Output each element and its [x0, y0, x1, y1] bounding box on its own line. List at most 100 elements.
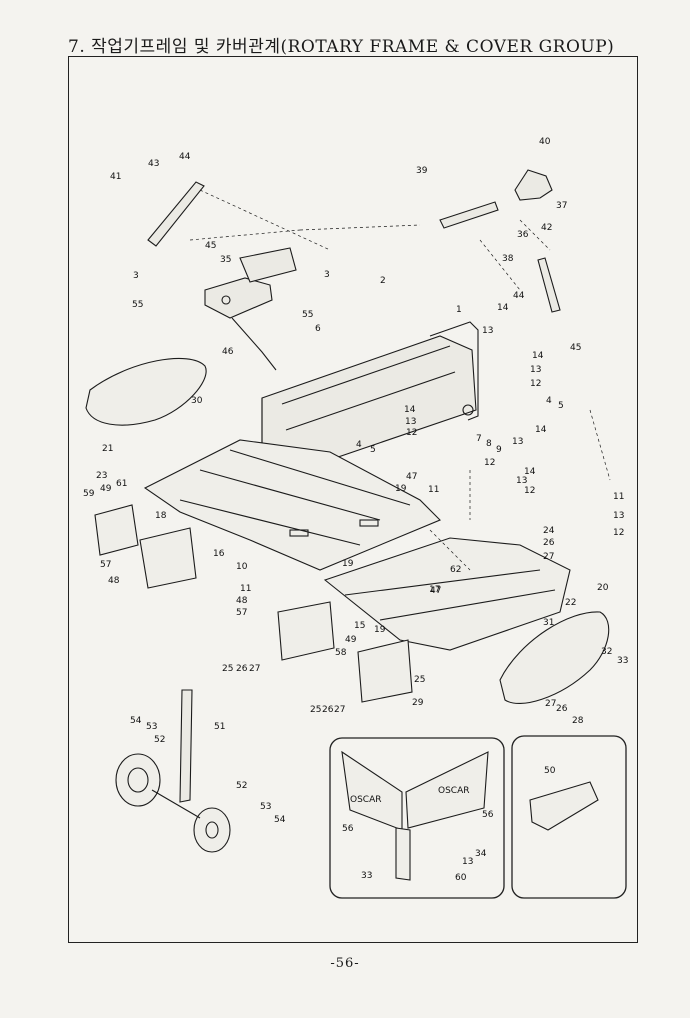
part-callout-c33a: 33 — [617, 656, 628, 666]
inset-left-parts — [341, 750, 489, 881]
part-callout-c19c: 19 — [374, 625, 386, 635]
diagram-frame — [68, 56, 638, 943]
inset-left-box — [329, 737, 505, 899]
inset-plate-text-1: OSCAR — [350, 795, 382, 805]
part-callout-c51: 51 — [214, 722, 225, 732]
part-callout-c47b: 47 — [430, 586, 441, 596]
part-callout-c27c: 27 — [334, 705, 345, 715]
part-callout-c28: 28 — [572, 716, 584, 726]
part-callout-c4a: 4 — [356, 440, 362, 450]
page-number: -56- — [330, 956, 360, 971]
rear-cover-plates — [143, 439, 441, 571]
part-callout-c46: 46 — [222, 347, 234, 357]
part-callout-c19b: 19 — [342, 559, 354, 569]
part-callout-c47a: 47 — [406, 472, 417, 482]
part-callout-c32: 32 — [601, 647, 612, 657]
part-callout-c23: 23 — [96, 471, 107, 481]
part-callout-c40: 40 — [539, 137, 551, 147]
part-callout-c45b: 45 — [570, 343, 581, 353]
part-callout-c10: 10 — [236, 562, 248, 572]
part-callout-c1: 1 — [456, 305, 462, 315]
part-callout-c26a: 26 — [236, 664, 248, 674]
right-side-cover — [499, 611, 610, 704]
part-callout-c5b: 5 — [558, 401, 564, 411]
hitch-bracket-part — [204, 247, 297, 371]
inset-plate-text-2: OSCAR — [438, 786, 470, 796]
part-callout-c37: 37 — [556, 201, 567, 211]
part-callout-c14d: 14 — [535, 425, 547, 435]
part-callout-c29: 29 — [412, 698, 424, 708]
part-callout-c26b: 26 — [543, 538, 555, 548]
part-callout-c45a: 45 — [205, 241, 216, 251]
part-callout-c20: 20 — [597, 583, 609, 593]
part-callout-c42: 42 — [541, 223, 552, 233]
part-callout-c26d: 26 — [556, 704, 568, 714]
part-callout-c4b: 4 — [546, 396, 552, 406]
part-callout-c13e: 13 — [516, 476, 527, 486]
part-callout-c18: 18 — [155, 511, 167, 521]
inset-right-box — [511, 735, 627, 899]
part-callout-c34: 34 — [475, 849, 487, 859]
part-callout-c3b: 3 — [133, 271, 139, 281]
part-callout-c12e: 12 — [613, 528, 624, 538]
part-callout-c58: 58 — [335, 648, 347, 658]
part-callout-c26c: 26 — [322, 705, 334, 715]
part-callout-c31: 31 — [543, 618, 554, 628]
part-callout-c13a: 13 — [482, 326, 493, 336]
part-callout-c11b: 11 — [613, 492, 624, 502]
part-callout-c25c: 25 — [310, 705, 321, 715]
part-callout-c19a: 19 — [395, 484, 407, 494]
shield-left-part — [94, 504, 139, 556]
shaft-part — [439, 201, 499, 229]
part-callout-c61: 61 — [116, 479, 127, 489]
front-cover-plates — [323, 537, 571, 651]
part-callout-c48a: 48 — [108, 576, 120, 586]
part-callout-c13g: 13 — [462, 857, 473, 867]
part-callout-c9: 9 — [496, 445, 502, 455]
part-callout-c60: 60 — [455, 873, 467, 883]
part-callout-c12c: 12 — [484, 458, 495, 468]
part-callout-c44a: 44 — [179, 152, 191, 162]
part-callout-c7: 7 — [476, 434, 482, 444]
part-callout-c41: 41 — [110, 172, 121, 182]
part-callout-c55b: 55 — [302, 310, 313, 320]
part-callout-c13f: 13 — [613, 511, 624, 521]
part-callout-c36: 36 — [517, 230, 529, 240]
part-callout-c8: 8 — [486, 439, 492, 449]
part-callout-c14a: 14 — [497, 303, 509, 313]
shield-mid-part — [139, 527, 197, 589]
part-callout-c27d: 27 — [545, 699, 556, 709]
part-callout-c2: 2 — [380, 276, 386, 286]
part-callout-c25b: 25 — [414, 675, 425, 685]
part-callout-c12d: 12 — [524, 486, 535, 496]
part-callout-c22: 22 — [565, 598, 576, 608]
top-link-left-part — [147, 181, 205, 247]
top-link-right-part — [537, 257, 561, 313]
part-callout-c13d: 13 — [512, 437, 523, 447]
part-callout-c14c: 14 — [532, 351, 544, 361]
guide-lines — [189, 189, 611, 571]
part-callout-c30: 30 — [191, 396, 203, 406]
part-callout-c53a: 53 — [146, 722, 157, 732]
part-callout-c13b: 13 — [405, 417, 416, 427]
shield-far-part — [357, 639, 413, 703]
part-callout-c56b: 56 — [482, 810, 494, 820]
part-callout-c48b: 48 — [236, 596, 248, 606]
part-callout-c39: 39 — [416, 166, 428, 176]
part-callout-c12b: 12 — [530, 379, 541, 389]
part-callout-c17: 17 — [429, 585, 440, 595]
part-callout-c13c: 13 — [530, 365, 541, 375]
bracket-part — [514, 169, 553, 201]
part-callout-c27b: 27 — [543, 552, 554, 562]
part-callout-c49b: 49 — [345, 635, 357, 645]
part-callout-c55a: 55 — [132, 300, 143, 310]
inset-right-parts — [529, 781, 599, 831]
part-callout-c11a: 11 — [428, 485, 439, 495]
part-callout-c24: 24 — [543, 526, 555, 536]
part-callout-c5a: 5 — [370, 445, 376, 455]
part-callout-c57b: 57 — [236, 608, 247, 618]
part-callout-c43: 43 — [148, 159, 159, 169]
part-callout-c53b: 53 — [260, 802, 271, 812]
rotary-frame-part — [261, 321, 479, 471]
part-callout-c54a: 54 — [130, 716, 142, 726]
